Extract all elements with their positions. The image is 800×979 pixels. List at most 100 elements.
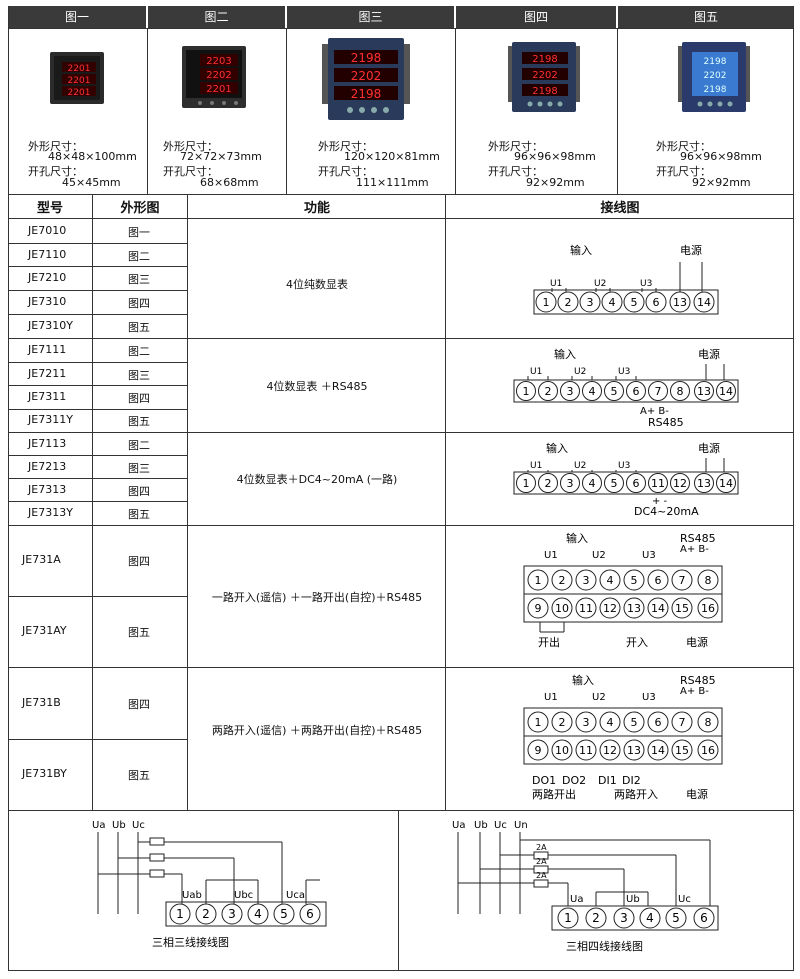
- input-label: 输入: [566, 531, 588, 545]
- model-cell: JE7210: [28, 271, 67, 284]
- terminal-number: 6: [633, 385, 640, 398]
- u-label: U1: [530, 367, 542, 377]
- u-label: U3: [618, 461, 630, 471]
- shape-cell: 图三: [128, 462, 150, 475]
- shape-cell: 图二: [128, 345, 150, 358]
- power-label: 电源: [698, 347, 720, 361]
- in-label: 开入: [626, 636, 648, 649]
- power-label: 电源: [680, 243, 702, 257]
- shape-cell: 图五: [128, 508, 150, 521]
- terminal-number: 14: [719, 385, 733, 398]
- terminal-number: 4: [589, 477, 596, 490]
- terminal-number: 1: [523, 385, 530, 398]
- terminal-number: 16: [701, 602, 715, 615]
- shape-cell: 图五: [128, 415, 150, 428]
- terminal-number: 16: [701, 744, 715, 757]
- out-label: 开出: [538, 635, 560, 649]
- figure-header-5: 图五: [618, 6, 794, 28]
- u-label: U3: [640, 279, 652, 289]
- model-cell: JE7310: [28, 295, 67, 308]
- shape-cell: 图五: [128, 626, 150, 639]
- function-cell: 一路开入(遥信) ＋一路开出(自控)＋RS485: [211, 591, 423, 604]
- device-image-4: 2198 2202 2198: [508, 42, 580, 112]
- terminal-number: 1: [535, 716, 542, 729]
- terminal-number: 6: [633, 477, 640, 490]
- input-label: 输入: [572, 673, 594, 687]
- terminal-number: 1: [535, 574, 542, 587]
- input-label: 输入: [546, 441, 568, 455]
- display-digit: 2198: [351, 51, 382, 65]
- wiring-diagram-3: 输入 电源 U1 U2 U3 1 2 3 4 5 6 11 12 13 14 +…: [513, 441, 739, 518]
- input-label: 输入: [570, 243, 592, 257]
- terminal-number: 2: [592, 911, 600, 925]
- terminal-number: 9: [535, 602, 542, 615]
- model-cell: JE7311Y: [28, 413, 73, 426]
- u-label: U1: [544, 692, 558, 703]
- model-cell: JE731A: [22, 553, 61, 566]
- fuse-label: 2A: [536, 857, 547, 866]
- fig5-cut-label: 开孔尺寸：: [656, 165, 711, 178]
- terminal-number: 2: [545, 477, 552, 490]
- phase-label: Uc: [132, 820, 145, 831]
- three-phase-three-wire-diagram: Ua Ub Uc Uab Ubc Uca 1 2 3 4 5 6 三相三线接线图: [92, 820, 327, 949]
- fuse-label: 2A: [536, 871, 547, 880]
- u-label: U2: [592, 692, 606, 703]
- fig1-outer-size: 48×48×100mm: [48, 150, 137, 163]
- u-label: U3: [642, 692, 656, 703]
- display-digit: 2202: [532, 70, 557, 81]
- u-label: Ub: [626, 894, 640, 905]
- terminal-number: 3: [583, 716, 590, 729]
- function-cell: 4位数显表 ＋RS485: [266, 380, 368, 393]
- terminal-number: 3: [620, 911, 628, 925]
- terminal-number: 2: [545, 385, 552, 398]
- terminal-number: 4: [589, 385, 596, 398]
- fig1-cut-size: 45×45mm: [62, 176, 121, 189]
- phase-label: Ub: [474, 820, 488, 831]
- display-digit: 2201: [206, 84, 231, 95]
- model-cell: JE731B: [22, 696, 61, 709]
- u-label: U1: [550, 279, 562, 289]
- power-label: 电源: [686, 787, 708, 801]
- terminal-number: 11: [651, 477, 665, 490]
- phase-label: Un: [514, 820, 528, 831]
- terminal-number: 3: [587, 296, 594, 309]
- terminal-number: 11: [579, 744, 593, 757]
- terminal-number: 13: [697, 385, 711, 398]
- fig4-outer-size: 96×96×98mm: [514, 150, 596, 163]
- terminal-number: 12: [673, 477, 687, 490]
- terminal-number: 13: [627, 744, 641, 757]
- fig5-outer-size: 96×96×98mm: [680, 150, 762, 163]
- u-label: U1: [530, 461, 542, 471]
- terminal-number: 8: [705, 716, 712, 729]
- ab-label: A+ B-: [640, 406, 669, 417]
- model-cell: JE7211: [28, 367, 67, 380]
- model-cell: JE7311: [28, 390, 67, 403]
- wiring-diagram-1: 输入 电源 U1 U2 U3 1 2 3 4 5 6 13 14: [533, 243, 719, 315]
- terminal-number: 13: [627, 602, 641, 615]
- display-digit: 2203: [206, 56, 231, 67]
- do1-label: DO1: [532, 774, 556, 787]
- fig2-cut-label: 开孔尺寸：: [163, 165, 218, 178]
- di2-label: DI2: [622, 774, 641, 787]
- shape-cell: 图二: [128, 250, 150, 263]
- terminal-number: 2: [559, 574, 566, 587]
- terminal-number: 5: [611, 477, 618, 490]
- display-digit: 2201: [68, 76, 91, 86]
- device-image-1: 2201 2201 2201: [50, 52, 104, 104]
- two-in-label: 两路开入: [614, 788, 658, 801]
- display-digit: 2202: [206, 70, 231, 81]
- terminal-number: 3: [567, 385, 574, 398]
- figure-header-3: 图三: [287, 6, 454, 28]
- u-label: U2: [594, 279, 606, 289]
- rs485-label: RS485: [680, 674, 716, 687]
- terminal-number: 6: [700, 911, 708, 925]
- u-label: U2: [592, 550, 606, 561]
- terminal-number: 14: [651, 602, 665, 615]
- shape-cell: 图五: [128, 321, 150, 334]
- terminal-number: 5: [672, 911, 680, 925]
- rs485-label: RS485: [680, 532, 716, 545]
- terminal-number: 8: [705, 574, 712, 587]
- ab-label: A+ B-: [680, 686, 709, 697]
- phase-label: Ub: [112, 820, 126, 831]
- shape-cell: 图四: [128, 555, 150, 568]
